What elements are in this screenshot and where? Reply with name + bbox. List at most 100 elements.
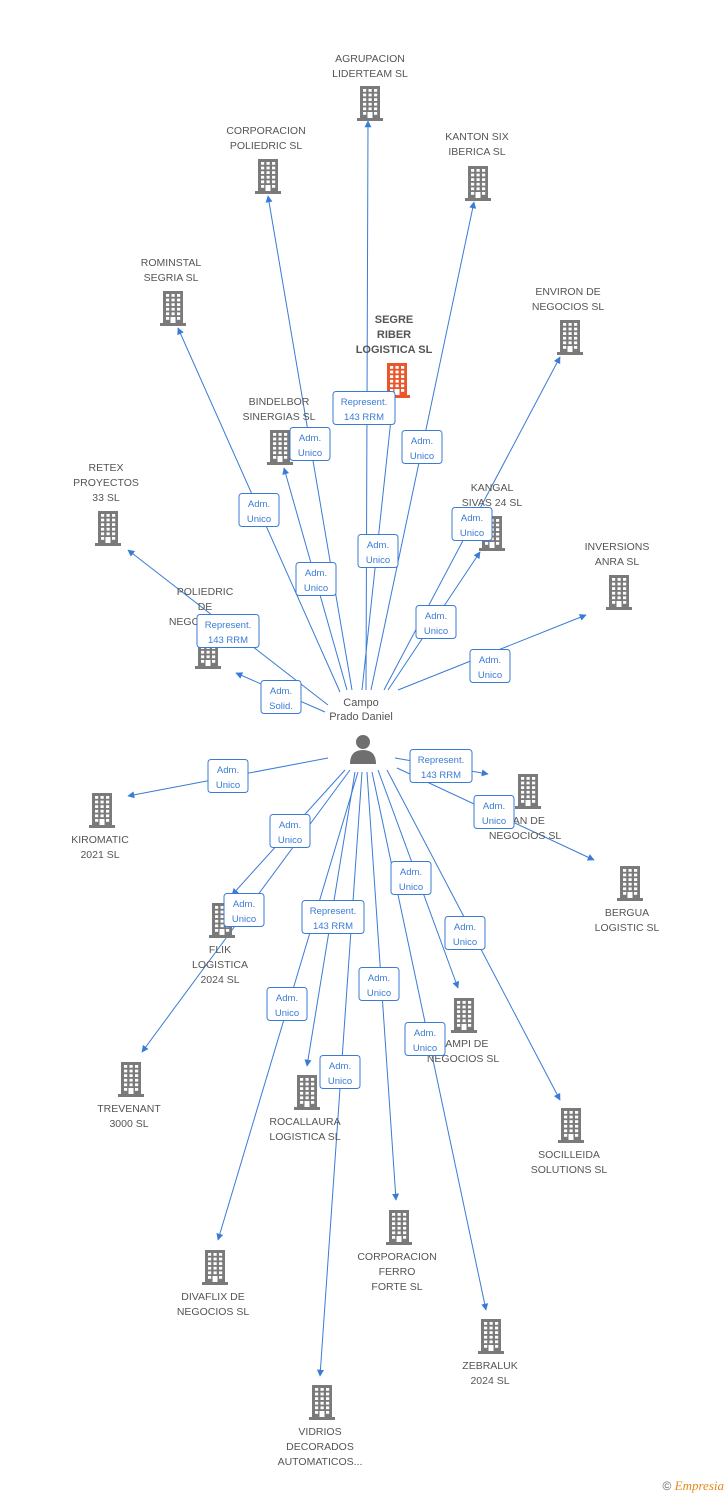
node-label: 2024 SL: [200, 974, 239, 986]
building-window: [476, 173, 480, 177]
node-label: KANGAL: [471, 482, 514, 494]
node-vidrios[interactable]: VIDRIOSDECORADOSAUTOMATICOS...: [278, 1385, 363, 1468]
building-window: [201, 660, 205, 663]
edge-badge-nan[interactable]: Represent.143 RRM: [409, 749, 473, 783]
building-door: [567, 346, 573, 352]
building-door: [99, 819, 105, 825]
building-icon[interactable]: [255, 159, 281, 194]
building-window: [213, 1253, 217, 1256]
building-icon[interactable]: [451, 998, 477, 1033]
building-window: [526, 795, 530, 799]
building-window: [311, 1087, 315, 1090]
edge-badge-corporacion-poliedric[interactable]: Adm.Unico: [295, 562, 337, 596]
building-window: [484, 1322, 488, 1325]
edge-badge-inversions[interactable]: Adm.Unico: [469, 649, 511, 683]
building-window: [462, 1005, 466, 1009]
edge-badge-bindelbor[interactable]: Adm.Unico: [289, 427, 331, 461]
building-icon[interactable]: [267, 430, 293, 465]
building-icon[interactable]: [202, 1250, 228, 1285]
building-window: [390, 379, 394, 383]
building-window: [568, 332, 572, 335]
building-window: [206, 655, 210, 659]
building-window: [628, 878, 632, 881]
building-window: [532, 790, 536, 794]
badge-box: [404, 1022, 446, 1056]
edge-badge-flik[interactable]: Adm.Unico: [269, 814, 311, 848]
building-icon[interactable]: [558, 1108, 584, 1143]
edge-badge-zebraluk[interactable]: Adm.Unico: [404, 1022, 446, 1056]
building-window: [208, 1276, 212, 1279]
badge-text: 143 RRM: [208, 635, 248, 646]
edge-badge-environ[interactable]: Adm.Unico: [451, 507, 493, 541]
building-window: [219, 1266, 223, 1270]
building-icon[interactable]: [465, 166, 491, 201]
badge-box: [207, 759, 249, 793]
building-icon[interactable]: [386, 1210, 412, 1245]
building-window: [532, 786, 536, 789]
building-window: [612, 578, 616, 581]
badge-text: Unico: [413, 1043, 437, 1054]
building-window: [166, 294, 170, 297]
building-icon[interactable]: [89, 793, 115, 828]
edge-badge-bergua[interactable]: Adm.Unico: [473, 795, 515, 829]
edge-badge-kangal[interactable]: Adm.Unico: [415, 605, 457, 639]
edge-badge-trevenant[interactable]: Adm.Unico: [223, 893, 265, 927]
building-icon[interactable]: [478, 1319, 504, 1354]
edge-badge-rocallaura[interactable]: Represent.143 RRM: [301, 900, 365, 934]
building-window: [496, 528, 500, 531]
node-label: NEGOCIOS SL: [427, 1053, 500, 1065]
building-window: [177, 307, 181, 311]
building-window: [273, 437, 277, 441]
edge-badge-vidrios[interactable]: Adm.Unico: [319, 1055, 361, 1089]
building-icon[interactable]: [118, 1062, 144, 1097]
building-icon[interactable]: [384, 363, 410, 398]
edge-badge-divaflix[interactable]: Adm.Unico: [266, 987, 308, 1021]
edge-badge-corporacion-ferro[interactable]: Adm.Unico: [358, 967, 400, 1001]
person-icon[interactable]: [350, 735, 376, 764]
edge-badge-kiromatic[interactable]: Adm.Unico: [207, 759, 249, 793]
badge-text: Adm.: [233, 899, 255, 910]
edge-badge-campi[interactable]: Adm.Unico: [390, 861, 432, 895]
building-icon[interactable]: [357, 86, 383, 121]
building-icon[interactable]: [606, 575, 632, 610]
building-icon[interactable]: [309, 1385, 335, 1420]
building-icon[interactable]: [95, 511, 121, 546]
edge-badge-segre[interactable]: Represent.143 RRM: [332, 391, 396, 425]
building-icon[interactable]: [557, 320, 583, 355]
building-icon[interactable]: [617, 866, 643, 901]
edge-badge-agrupacion[interactable]: Adm.Unico: [357, 534, 399, 568]
edge-badge-rominstal[interactable]: Adm.Unico: [238, 493, 280, 527]
edge-badge-retex[interactable]: Represent.143 RRM: [196, 614, 260, 648]
edge-badge-socilleida[interactable]: Adm.Unico: [444, 916, 486, 950]
building-icon[interactable]: [294, 1075, 320, 1110]
edge-badge-poliedric[interactable]: Adm.Solid.: [260, 680, 302, 714]
building-icon[interactable]: [160, 291, 186, 326]
building-icon[interactable]: [515, 774, 541, 809]
building-window: [220, 924, 224, 928]
building-window: [112, 514, 116, 517]
building-window: [395, 366, 399, 369]
building-window: [213, 1262, 217, 1265]
edge-badge-kanton[interactable]: Adm.Unico: [401, 430, 443, 464]
